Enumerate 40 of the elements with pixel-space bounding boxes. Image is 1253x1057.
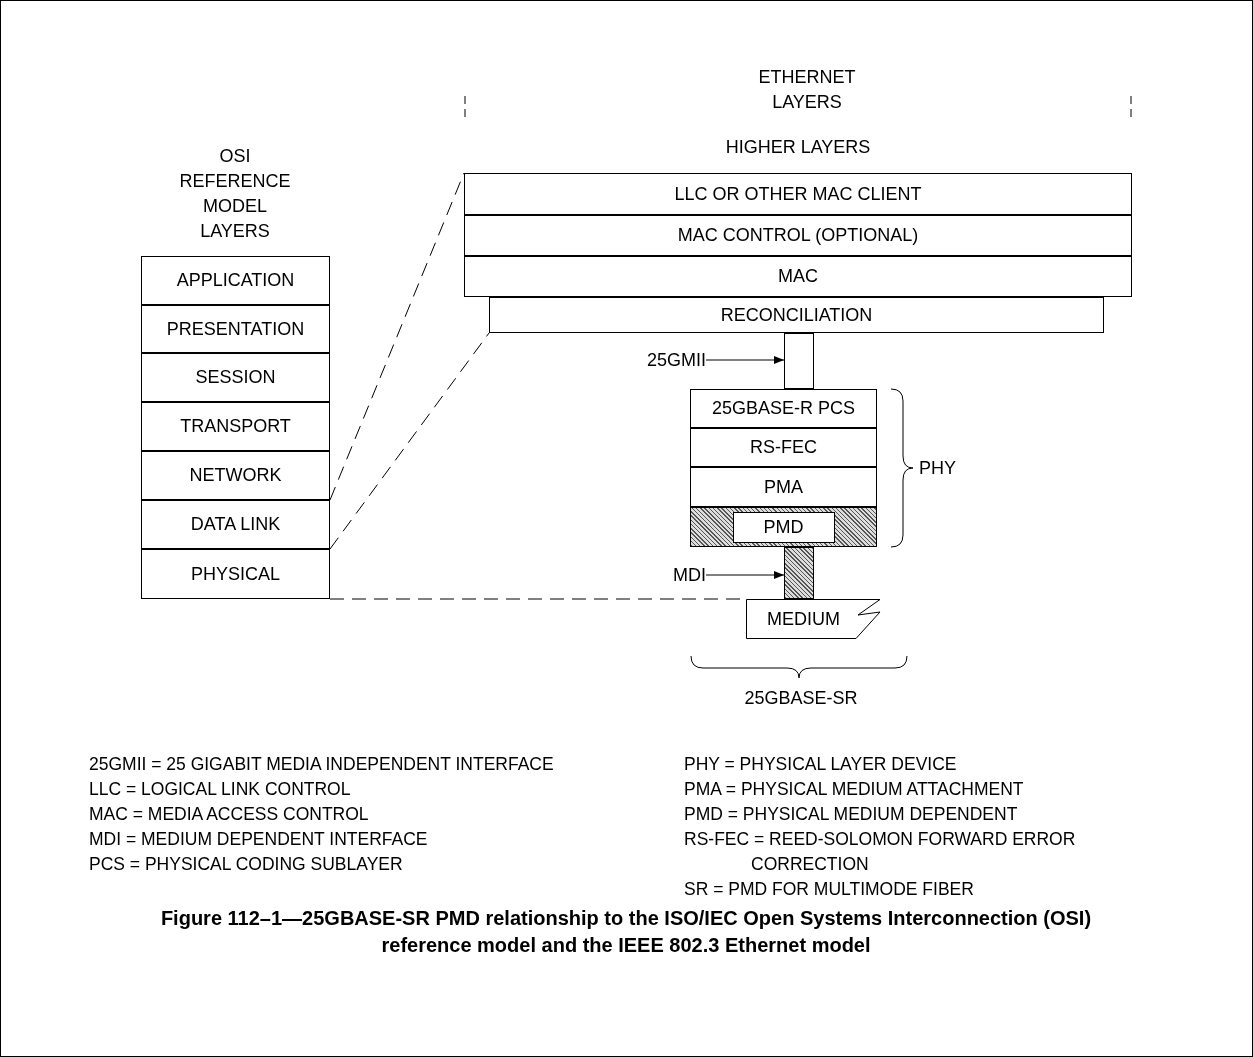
abbreviation-definition: LLC = LOGICAL LINK CONTROL xyxy=(89,778,352,801)
layer-box: PHYSICAL xyxy=(141,549,330,599)
layer-box: PMA xyxy=(690,467,877,507)
interface-label: 25GMII xyxy=(641,349,706,371)
layer-box: RS-FEC xyxy=(690,428,877,467)
abbreviation-definition: PMD = PHYSICAL MEDIUM DEPENDENT xyxy=(684,803,1019,826)
abbreviation-definition: SR = PMD FOR MULTIMODE FIBER xyxy=(684,878,975,901)
layer-box: 25GBASE-R PCS xyxy=(690,389,877,428)
abbreviation-definition: 25GMII = 25 GIGABIT MEDIA INDEPENDENT INTERFACE xyxy=(89,753,555,776)
medium-shape: MEDIUM xyxy=(746,599,881,639)
dashed-line xyxy=(329,172,465,501)
interface-bar xyxy=(784,333,814,389)
layer-box: SESSION xyxy=(141,353,330,402)
layer-box: NETWORK xyxy=(141,451,330,500)
abbreviation-definition: MDI = MEDIUM DEPENDENT INTERFACE xyxy=(89,828,429,851)
abbreviation-definition: PHY = PHYSICAL LAYER DEVICE xyxy=(684,753,958,776)
layer-box: DATA LINK xyxy=(141,500,330,549)
figure-caption: Figure 112–1—25GBASE-SR PMD relationship to the ISO/IEC Open Systems Interconnection (OSI) reference model and the IEEE 802.3 Ethernet model xyxy=(159,906,1093,958)
interface-label: MDI xyxy=(641,564,706,586)
layer-box: PRESENTATION xyxy=(141,305,330,353)
shaded-bar xyxy=(784,547,814,599)
bracket-label: PHY xyxy=(919,457,957,479)
layer-box: LLC OR OTHER MAC CLIENT xyxy=(464,173,1132,215)
layer-box: MAC CONTROL (OPTIONAL) xyxy=(464,215,1132,256)
arrow xyxy=(705,571,785,579)
heading: ETHERNET LAYERS xyxy=(757,66,857,114)
bracket-label: 25GBASE-SR xyxy=(743,687,859,709)
abbreviation-definition: PCS = PHYSICAL CODING SUBLAYER xyxy=(89,853,404,876)
layer-box: TRANSPORT xyxy=(141,402,330,451)
layer-box: APPLICATION xyxy=(141,256,330,305)
layer-label: PMD xyxy=(732,511,835,543)
layer-box: RECONCILIATION xyxy=(489,297,1104,333)
abbreviation-definition: RS-FEC = REED-SOLOMON FORWARD ERROR CORRECTION xyxy=(684,828,1077,876)
arrow xyxy=(705,356,785,364)
layer-box: MAC xyxy=(464,256,1132,297)
abbreviation-definition: PMA = PHYSICAL MEDIUM ATTACHMENT xyxy=(684,778,1025,801)
heading: OSI REFERENCE MODEL LAYERS xyxy=(178,145,292,243)
shaded-layer-box xyxy=(690,507,877,547)
abbreviation-definition: MAC = MEDIA ACCESS CONTROL xyxy=(89,803,370,826)
dashed-line xyxy=(329,332,490,550)
